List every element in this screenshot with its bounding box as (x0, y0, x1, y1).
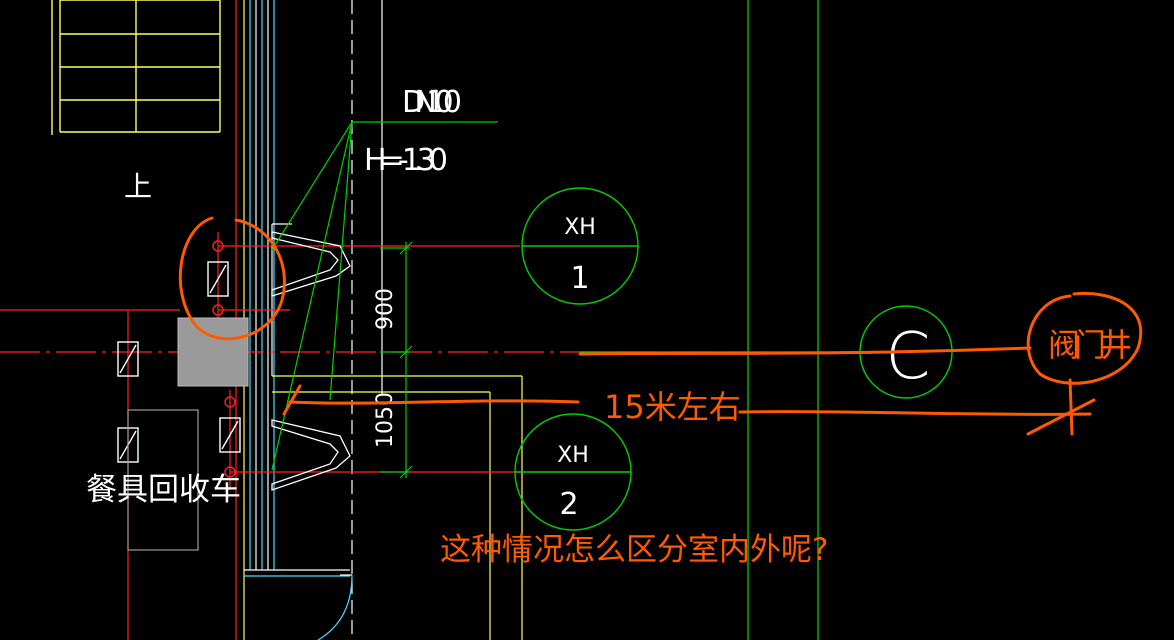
hydrant-symbol-1: XH 1 (521, 187, 639, 305)
wall-lines (235, 0, 523, 640)
hydrant-2-number: 2 (559, 487, 578, 522)
hydrant-box-upper (271, 231, 351, 297)
hydrant-symbol-2: XH 2 (514, 413, 632, 531)
dimension-upper: 900 (373, 288, 398, 330)
axis-bubble-c: C (859, 305, 953, 399)
equipment-block (177, 317, 249, 387)
dimension-lower: 1050 (373, 392, 398, 448)
hydrant-box-lower (271, 419, 351, 491)
elevation-label: H=-1.30 (364, 143, 448, 178)
hydrant-2-code: XH (557, 443, 589, 468)
door-swing-arc (317, 574, 353, 640)
axis-label: C (886, 320, 931, 394)
valve-icon (207, 240, 229, 316)
markup-circle-valve-well (1026, 291, 1143, 385)
markup-distance-note: 15米左右 (604, 388, 741, 426)
equipment-label: 餐具回收车 (86, 472, 241, 508)
stair-label: 上 (124, 170, 152, 203)
hydrant-1-code: XH (564, 215, 596, 240)
hydrant-1-number: 1 (570, 261, 589, 296)
markup-circle-valve (178, 216, 286, 341)
stair-block (51, 0, 221, 135)
valve-icon (219, 396, 241, 478)
valve-icon (117, 341, 139, 377)
leader-lines (271, 121, 860, 479)
pipe-size-label: DN100 (402, 85, 462, 120)
equipment-outline (127, 409, 199, 551)
pipe-lines (0, 232, 860, 640)
markup-question: 这种情况怎么区分室内外呢? (440, 532, 828, 568)
markup-strokes (178, 216, 1143, 436)
markup-valve-well: 阀门井 (1048, 326, 1132, 364)
